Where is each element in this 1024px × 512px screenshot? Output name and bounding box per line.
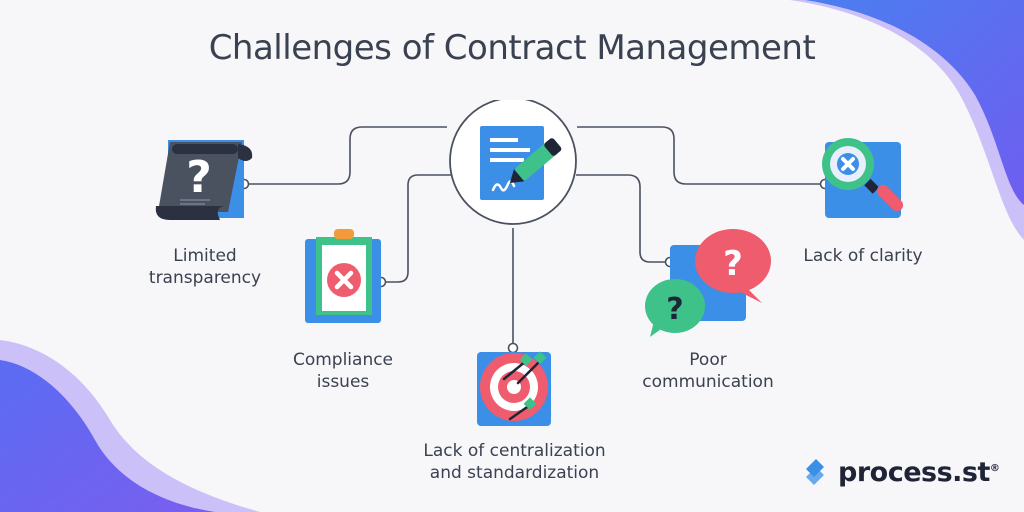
label-limited-transparency: Limited transparency — [148, 246, 262, 288]
svg-text:?: ? — [186, 152, 212, 203]
speech-bubbles-question-icon: ? ? — [645, 229, 771, 337]
target-arrows-icon — [477, 351, 551, 426]
contract-signature-icon — [449, 100, 577, 225]
label-compliance-issues: Compliance issues — [292, 350, 394, 392]
brand-name: process.st® — [838, 456, 1000, 488]
page-title: Challenges of Contract Management — [208, 28, 816, 68]
clipboard-x-icon — [305, 229, 381, 323]
label-poor-communication: Poor communication — [642, 350, 774, 392]
scroll-question-icon: ? — [155, 140, 253, 220]
process-st-logo-mark-icon — [806, 459, 824, 485]
label-lack-of-centralization: Lack of centralization and standardizati… — [423, 441, 606, 483]
label-lack-of-clarity: Lack of clarity — [803, 246, 923, 266]
process-st-logo: process.st® — [800, 452, 1000, 492]
magnifier-x-icon — [822, 138, 904, 218]
svg-text:?: ? — [666, 292, 683, 327]
svg-text:?: ? — [723, 244, 743, 284]
